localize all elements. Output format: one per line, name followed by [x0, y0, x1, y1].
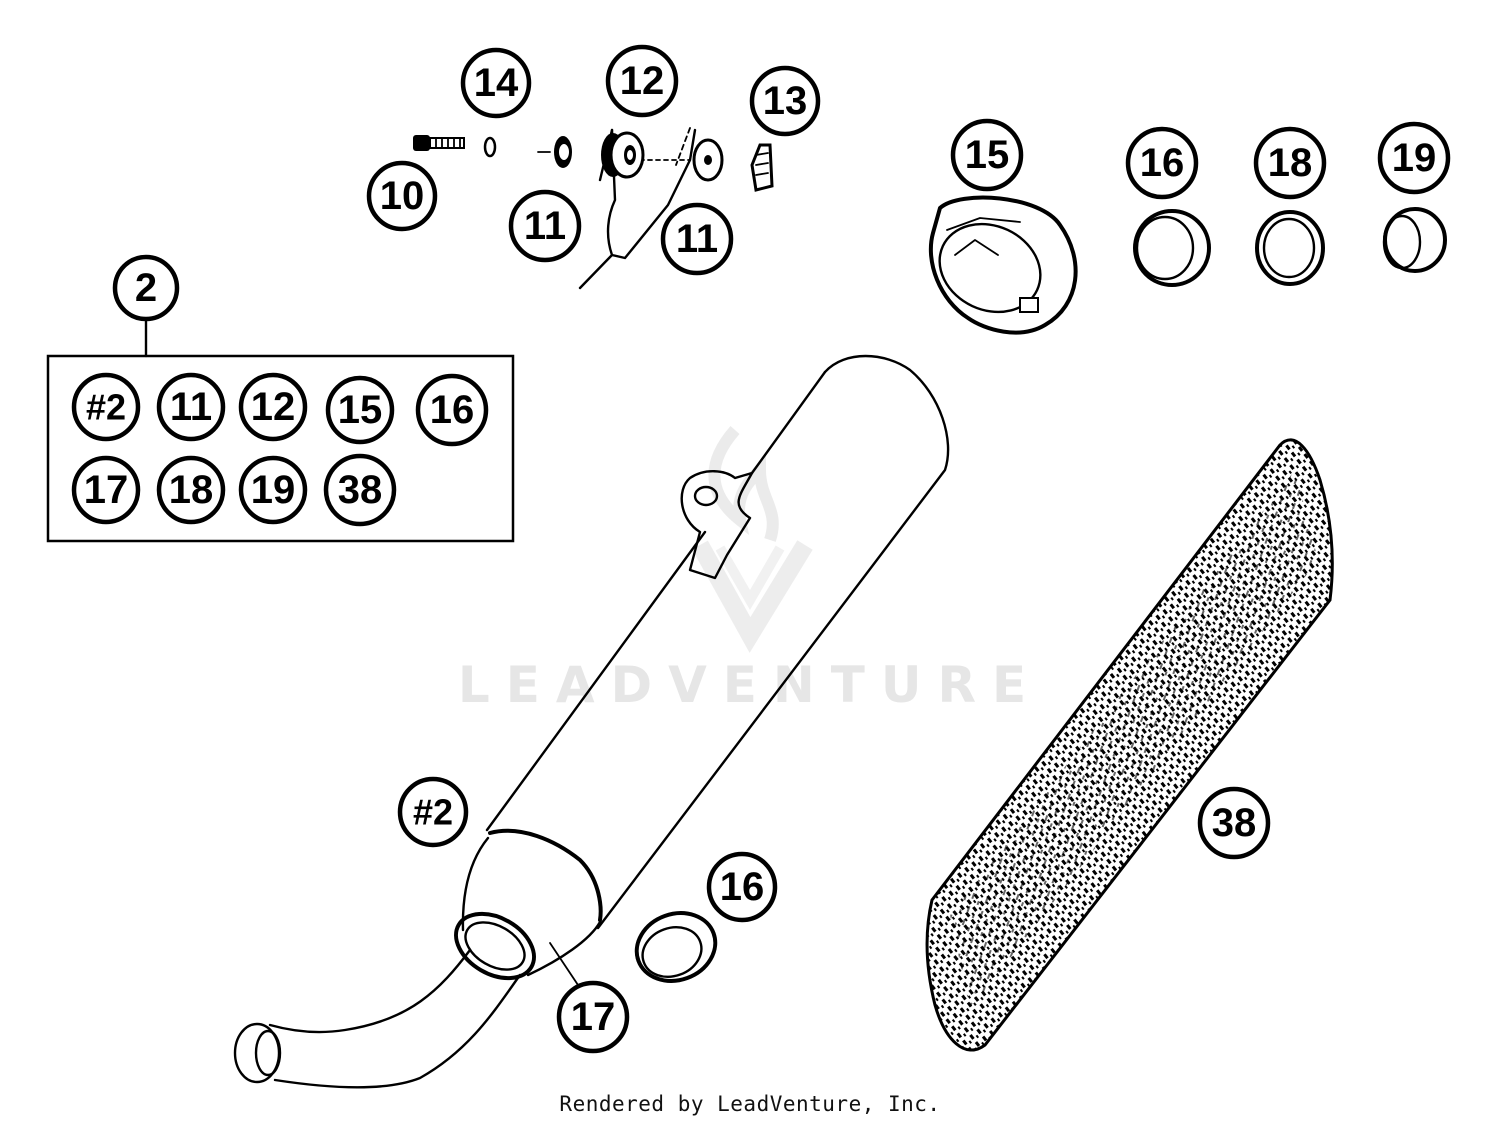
callout-15: 15: [950, 118, 1024, 192]
callout-18: 18: [1253, 126, 1327, 200]
callout-number: 17: [571, 995, 616, 1039]
kit-box: [46, 354, 515, 543]
callout-11-left: 11: [508, 189, 582, 263]
callout-16-lower: 16: [706, 851, 778, 923]
kit-item-label: 16: [430, 388, 475, 432]
bolt-part: [413, 135, 465, 151]
callout-number: 14: [474, 61, 519, 105]
callout-number: #2: [413, 792, 453, 833]
kit-item-label: 11: [170, 385, 212, 429]
kit-item: 19: [238, 455, 308, 525]
mounting-hardware: [413, 127, 774, 290]
kit-item-label: 12: [251, 385, 296, 429]
kit-contents: #2 11 12 15 16 17 18 19 38: [71, 372, 489, 527]
callout-number: 13: [763, 79, 808, 123]
callout-number: 12: [620, 59, 665, 103]
callout-number: 11: [524, 204, 566, 248]
callout-13: 13: [749, 65, 821, 137]
kit-item: #2: [71, 372, 141, 442]
callout-number: 19: [1392, 136, 1437, 180]
kit-item-label: #2: [86, 387, 126, 428]
kit-item-label: 15: [338, 388, 383, 432]
kit-item: 18: [156, 455, 226, 525]
callout-14: 14: [460, 47, 532, 119]
grommet-part-right: [692, 138, 724, 182]
callout-number: 16: [1140, 141, 1185, 185]
end-cap-part: [928, 195, 1078, 335]
callout-kit-label: 2: [135, 266, 157, 310]
watermark-text: LEADVENTURE: [458, 656, 1042, 714]
seal-ring-top: [1133, 209, 1211, 287]
callout-silencer: #2: [397, 776, 469, 848]
callout-38: 38: [1197, 786, 1271, 860]
kit-item: 38: [323, 453, 397, 527]
callout-12: 12: [605, 44, 679, 118]
kit-item: 16: [415, 373, 489, 447]
grommet-part-left: [537, 136, 572, 168]
kit-item: 12: [238, 372, 308, 442]
footer-credit: Rendered by LeadVenture, Inc.: [559, 1092, 941, 1116]
washer-part: [483, 136, 497, 158]
callout-17: 17: [556, 980, 630, 1054]
callout-kit: 2: [112, 254, 180, 322]
silencer-body: [233, 354, 950, 1089]
kit-item-label: 17: [84, 468, 129, 512]
callout-19: 19: [1377, 121, 1451, 195]
callout-number: 38: [1212, 801, 1257, 845]
callout-number: 18: [1268, 141, 1313, 185]
callout-number: 15: [965, 133, 1010, 177]
callout-11-right: 11: [660, 202, 734, 276]
kit-item: 15: [325, 375, 395, 445]
watermark-logo-icon: [692, 426, 813, 653]
kit-item: 17: [71, 455, 141, 525]
callout-16-top: 16: [1125, 126, 1199, 200]
callout-number: 16: [720, 865, 765, 909]
sleeve-ring: [1382, 207, 1447, 273]
kit-item-label: 19: [251, 468, 296, 512]
callout-number: 10: [380, 174, 425, 218]
kit-group: 2 #2 11 12 15 16 17 18 19 38: [46, 254, 515, 543]
callout-number: 11: [676, 217, 718, 261]
kit-item-label: 38: [338, 468, 383, 512]
heat-shield-part: [925, 438, 1334, 1052]
bracket-part: [578, 127, 697, 290]
kit-item: 11: [156, 372, 226, 442]
kit-item-label: 18: [169, 468, 214, 512]
clip-part: [750, 143, 774, 192]
seal-ring-lower: [634, 911, 718, 983]
gasket-ring: [1255, 210, 1325, 286]
callout-10: 10: [366, 160, 438, 232]
